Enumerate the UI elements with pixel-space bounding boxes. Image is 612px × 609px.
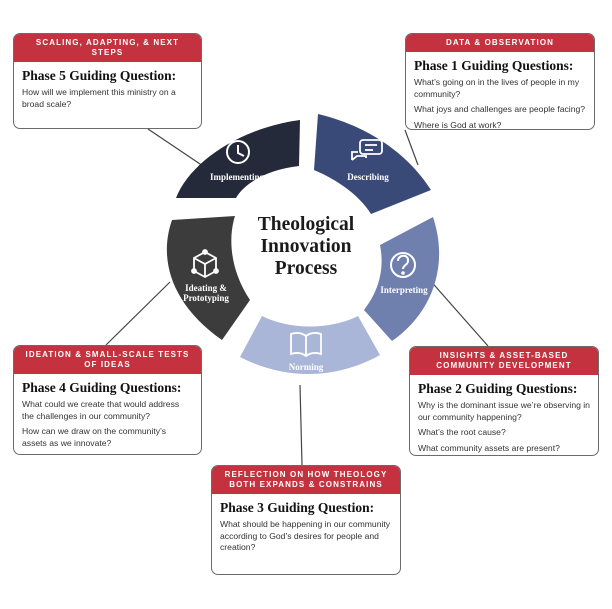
segment-norming	[240, 316, 380, 375]
card-ideation-header: IDEATION & SMALL-SCALE TESTS OF IDEAS	[14, 346, 201, 374]
card-scaling-title: Phase 5 Guiding Question:	[22, 68, 177, 83]
connector-insights	[427, 277, 489, 347]
card-reflection-question-1: What should be happening in our communit…	[220, 519, 391, 552]
center-title-line3: Process	[274, 258, 338, 279]
card-data-header: DATA & OBSERVATION	[406, 34, 594, 52]
label-ideating-line2: Prototyping	[183, 293, 229, 303]
card-insights-question-1: Why is the dominant issue we’re observin…	[418, 400, 590, 422]
label-implementing: Implementing	[210, 172, 265, 182]
connector-lines	[105, 128, 489, 466]
card-data-question-1: What’s going on in the lives of people i…	[414, 77, 580, 99]
card-data: DATA & OBSERVATION Phase 1 Guiding Quest…	[405, 33, 595, 130]
card-data-question-2: What joys and challenges are people faci…	[414, 104, 586, 114]
question-circle-icon	[390, 252, 416, 278]
card-ideation-question-2: How can we draw on the community’s asset…	[22, 426, 167, 448]
card-ideation: IDEATION & SMALL-SCALE TESTS OF IDEAS Ph…	[13, 345, 202, 455]
card-reflection: REFLECTION ON HOW THEOLOGY BOTH EXPANDS …	[211, 465, 401, 575]
card-insights-question-2: What’s the root cause?	[418, 427, 506, 437]
label-interpreting: Interpreting	[380, 285, 428, 295]
label-norming: Norming	[289, 362, 324, 372]
card-data-question-3: Where is God at work?	[414, 119, 502, 130]
center-title-line1: Theological	[257, 214, 355, 235]
card-data-title: Phase 1 Guiding Questions:	[414, 58, 574, 73]
segment-interpreting	[364, 217, 440, 341]
card-ideation-title: Phase 4 Guiding Questions:	[22, 380, 182, 395]
cube-icon	[191, 249, 219, 279]
card-insights-question-3: What community assets are present?	[418, 442, 560, 453]
clock-icon	[226, 140, 250, 164]
center-title-line2: Innovation	[260, 236, 352, 257]
connector-ideation	[105, 281, 171, 346]
connector-data	[404, 129, 419, 166]
label-ideating-line1: Ideating &	[185, 283, 227, 293]
card-scaling-header: SCALING, ADAPTING, & NEXT STEPS	[14, 34, 201, 62]
center-title: Theological Innovation Process	[237, 214, 375, 280]
connector-scaling	[147, 128, 207, 169]
card-ideation-question-1: What could we create that would address …	[22, 399, 180, 421]
card-insights-title: Phase 2 Guiding Questions:	[418, 381, 578, 396]
open-book-icon	[290, 332, 322, 358]
card-scaling: SCALING, ADAPTING, & NEXT STEPS Phase 5 …	[13, 33, 202, 129]
card-scaling-question-1: How will we implement this ministry on a…	[22, 87, 176, 109]
label-describing: Describing	[347, 172, 389, 182]
segment-describing	[314, 114, 431, 214]
connector-reflection	[299, 384, 303, 466]
segment-implementing	[176, 120, 300, 198]
chat-bubble-icon	[351, 139, 383, 161]
segment-ideating	[166, 216, 250, 340]
card-reflection-header: REFLECTION ON HOW THEOLOGY BOTH EXPANDS …	[212, 466, 400, 494]
card-reflection-title: Phase 3 Guiding Question:	[220, 500, 375, 515]
card-insights-header: INSIGHTS & ASSET-BASED COMMUNITY DEVELOP…	[410, 347, 598, 375]
card-insights: INSIGHTS & ASSET-BASED COMMUNITY DEVELOP…	[409, 346, 599, 456]
